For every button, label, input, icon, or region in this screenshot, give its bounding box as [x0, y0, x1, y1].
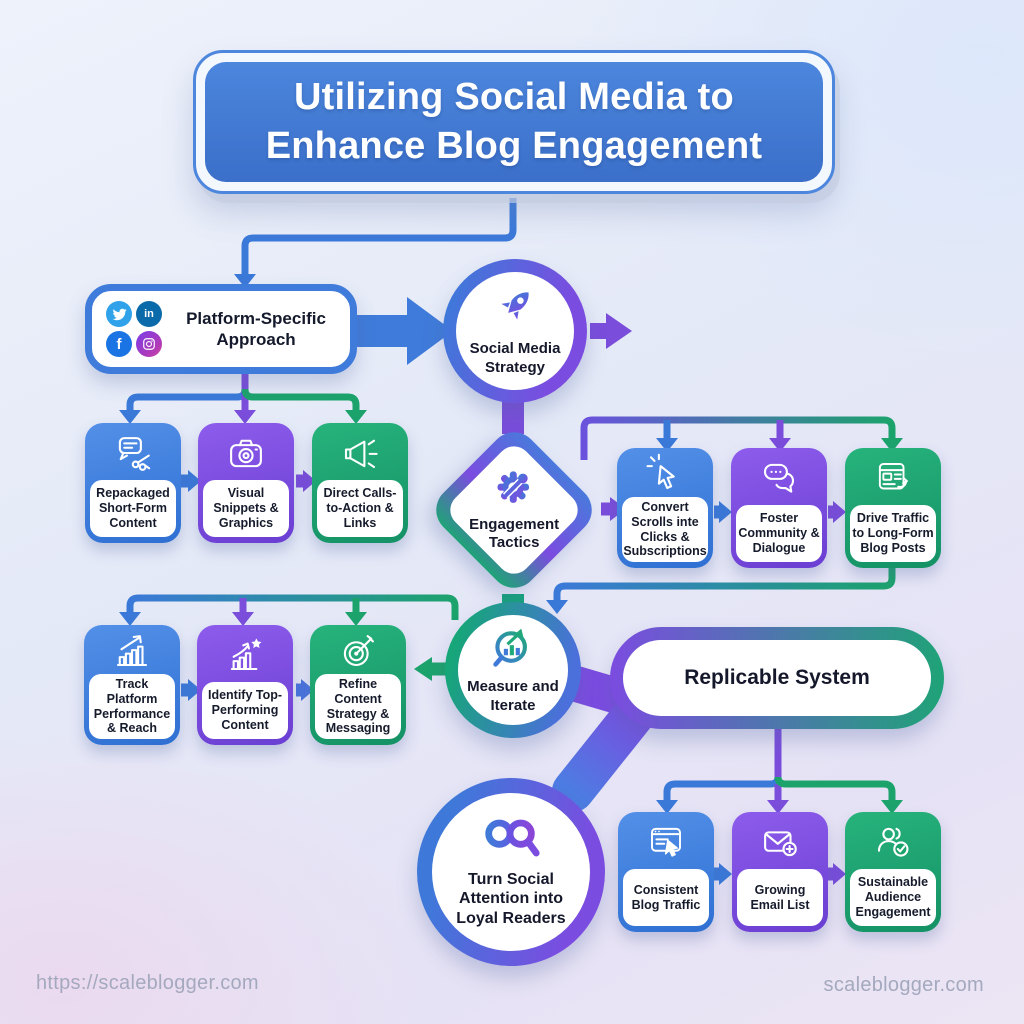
chat-bubbles-icon — [731, 448, 827, 503]
measure-and-iterate-node: Measure and Iterate — [445, 602, 581, 738]
target-icon — [310, 625, 406, 672]
bar-chart-growth-icon — [84, 625, 180, 672]
cursor-click-icon — [617, 448, 713, 495]
linkedin-icon: in — [136, 301, 162, 327]
title-banner: Utilizing Social Media to Enhance Blog E… — [193, 50, 835, 194]
social-media-strategy-node: Social Media Strategy — [443, 259, 587, 403]
replicable-system-node: Replicable System — [610, 627, 944, 729]
footer-url-left: https://scaleblogger.com — [36, 972, 259, 994]
platform-specific-approach-node: in f Platform-Specific Approach — [85, 284, 357, 374]
box-label: Refine Content Strategy & Messaging — [315, 674, 401, 739]
footer-url-right: scaleblogger.com — [823, 974, 984, 996]
box-label: Foster Community & Dialogue — [736, 505, 822, 562]
identify-top-content-box: Identify Top-Performing Content — [197, 625, 293, 745]
direct-cta-box: Direct Calls-to-Action & Links — [312, 423, 408, 543]
box-label: Growing Email List — [737, 869, 823, 926]
tactics-node-label: Engagement Tactics — [468, 516, 559, 552]
replicable-system-label: Replicable System — [623, 640, 931, 716]
top-content-star-icon — [197, 625, 293, 680]
instagram-icon — [136, 331, 162, 357]
loyal-node-label: Turn Social Attention into Loyal Readers — [456, 870, 566, 927]
repackaged-content-box: Repackaged Short-Form Content — [85, 423, 181, 543]
foster-community-box: Foster Community & Dialogue — [731, 448, 827, 568]
box-label: Visual Snippets & Graphics — [203, 480, 289, 537]
camera-icon — [198, 423, 294, 478]
article-share-icon — [845, 448, 941, 503]
infinity-magnifier-icon — [479, 816, 543, 866]
strategy-node-label: Social Media Strategy — [469, 340, 561, 376]
gear-wrench-icon — [493, 467, 535, 514]
drive-traffic-box: Drive Traffic to Long-Form Blog Posts — [845, 448, 941, 568]
sustainable-engagement-box: Sustainable Audience Engagement — [845, 812, 941, 932]
title-banner-fill: Utilizing Social Media to Enhance Blog E… — [205, 62, 823, 182]
audience-check-icon — [845, 812, 941, 867]
consistent-traffic-box: Consistent Blog Traffic — [618, 812, 714, 932]
chat-scissors-icon — [85, 423, 181, 478]
track-performance-box: Track Platform Performance & Reach — [84, 625, 180, 745]
box-label: Direct Calls-to-Action & Links — [317, 480, 403, 537]
refine-strategy-box: Refine Content Strategy & Messaging — [310, 625, 406, 745]
visual-snippets-box: Visual Snippets & Graphics — [198, 423, 294, 543]
platform-node-label: Platform-Specific Approach — [186, 308, 326, 349]
growing-email-list-box: Growing Email List — [732, 812, 828, 932]
box-label: Drive Traffic to Long-Form Blog Posts — [850, 505, 936, 562]
box-label: Sustainable Audience Engagement — [850, 869, 936, 926]
box-label: Consistent Blog Traffic — [623, 869, 709, 926]
email-plus-icon — [732, 812, 828, 867]
page-title: Utilizing Social Media to Enhance Blog E… — [265, 76, 763, 167]
megaphone-icon — [312, 423, 408, 478]
box-label: Track Platform Performance & Reach — [89, 674, 175, 739]
social-icons-grid: in f — [106, 301, 162, 357]
rocket-icon — [492, 285, 538, 336]
loyal-readers-node: Turn Social Attention into Loyal Readers — [417, 778, 605, 966]
analytics-magnifier-icon — [491, 625, 535, 674]
facebook-icon: f — [106, 331, 132, 357]
engagement-tactics-node: Engagement Tactics — [426, 422, 602, 598]
box-label: Repackaged Short-Form Content — [90, 480, 176, 537]
box-label: Identify Top-Performing Content — [202, 682, 288, 739]
convert-scrolls-box: Convert Scrolls inte Clicks & Subscripti… — [617, 448, 713, 568]
measure-node-label: Measure and Iterate — [467, 678, 559, 714]
box-label: Convert Scrolls inte Clicks & Subscripti… — [622, 497, 708, 562]
browser-cursor-icon — [618, 812, 714, 867]
twitter-icon — [106, 301, 132, 327]
